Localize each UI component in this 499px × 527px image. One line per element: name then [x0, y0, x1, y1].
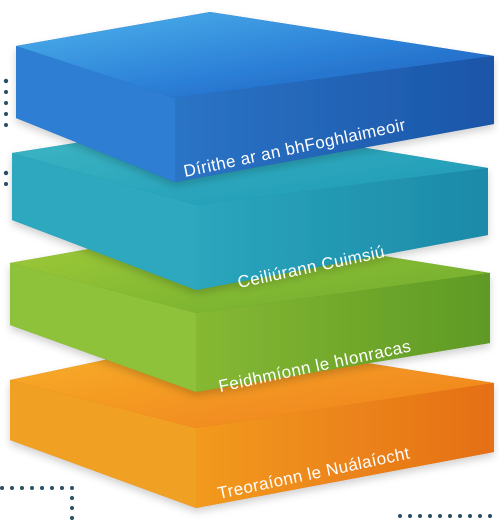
layer-innovation-front-face: [196, 383, 494, 508]
layer-inclusion-left-face: [12, 153, 196, 290]
layer-integrity: Feidhmíonn le hIonracas: [10, 228, 490, 396]
layer-innovation-left-face: [10, 380, 196, 508]
decorative-dots-bottom-left: [0, 486, 74, 520]
layer-learner-focused-top-face: [16, 12, 494, 98]
layer-learner-focused-front-face: [175, 56, 494, 182]
layer-integrity-left-face: [10, 263, 196, 392]
layer-learner-focused: Dírithe ar an bhFoghlaimeoir: [16, 12, 494, 182]
decorative-dots-top-left: [3, 78, 9, 186]
layer-inclusion-front-face: [196, 168, 488, 290]
layer-integrity-front-face: [196, 273, 490, 392]
layer-learner-focused-left-face: [16, 46, 175, 182]
decorative-dots-bottom-right: [398, 514, 492, 518]
